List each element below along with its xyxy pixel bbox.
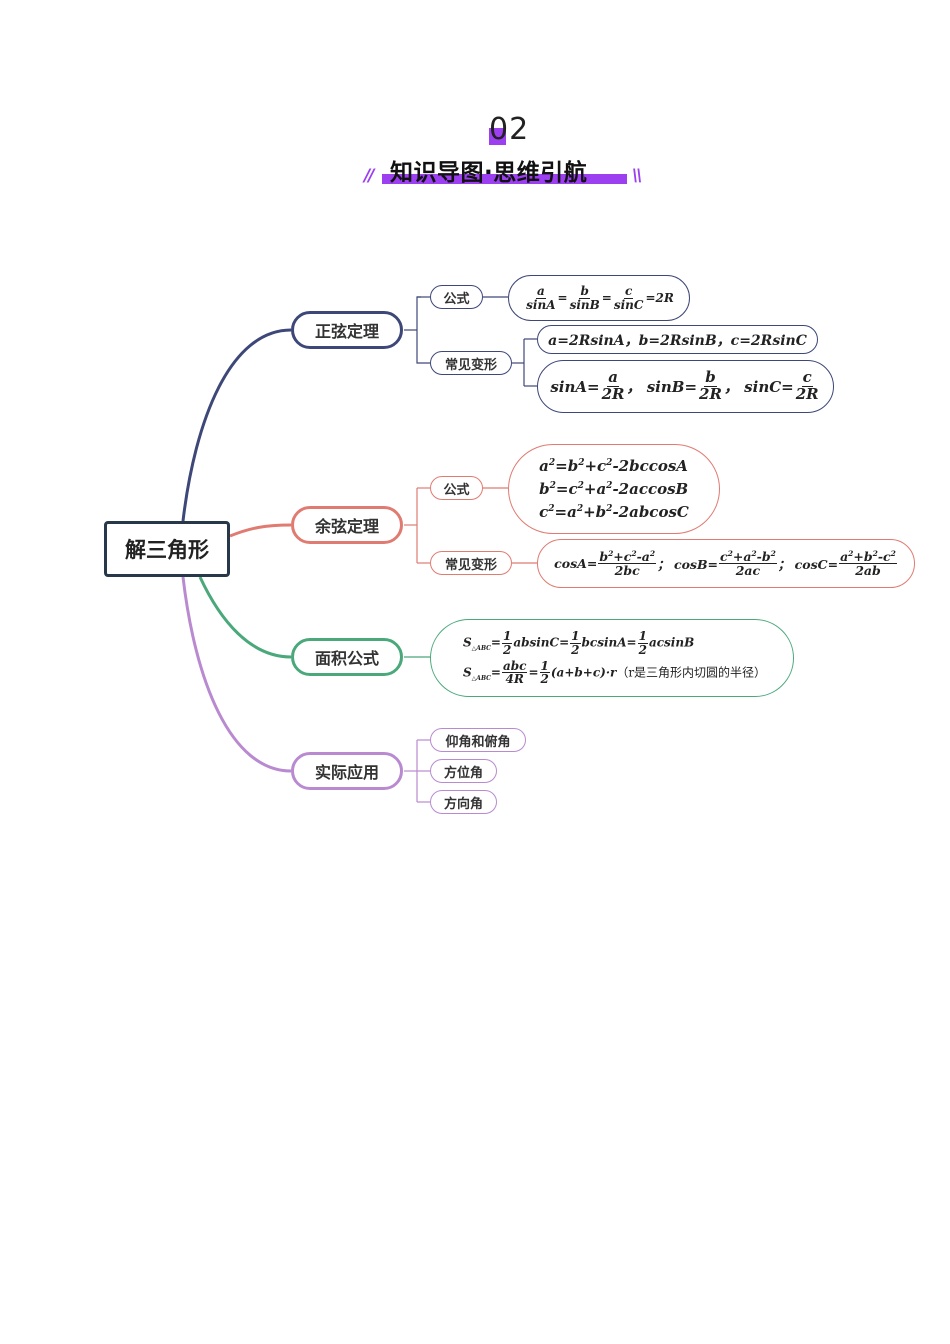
cosine-formula-box: a2=b2+c2-2bccosA b2=c2+a2-2accosB c2=a2+…: [508, 444, 720, 534]
branch-sine-law[interactable]: 正弦定理: [291, 311, 403, 349]
cosine-formula-node[interactable]: 公式: [430, 476, 483, 500]
sine-variant-1-box: a=2RsinA，b=2RsinB，c=2RsinC: [537, 325, 818, 354]
branch-cosine-law[interactable]: 余弦定理: [291, 506, 403, 544]
sine-variants-node[interactable]: 常见变形: [430, 351, 512, 375]
branch-applications[interactable]: 实际应用: [291, 752, 403, 790]
slash-left-icon: //: [364, 166, 375, 186]
root-node[interactable]: 解三角形: [104, 521, 230, 577]
cosine-variants-node[interactable]: 常见变形: [430, 551, 512, 575]
application-bearing-angle[interactable]: 方位角: [430, 759, 497, 783]
title-highlight-bar: [382, 174, 627, 184]
branch-area-formula[interactable]: 面积公式: [291, 638, 403, 676]
section-number: 02: [489, 112, 530, 147]
application-elevation-depression[interactable]: 仰角和俯角: [430, 728, 526, 752]
section-title: 知识导图·思维引航: [380, 150, 640, 190]
accent-square: [489, 128, 506, 145]
sine-formula-node[interactable]: 公式: [430, 285, 483, 309]
slash-right-icon: \\: [632, 166, 643, 186]
application-direction-angle[interactable]: 方向角: [430, 790, 497, 814]
